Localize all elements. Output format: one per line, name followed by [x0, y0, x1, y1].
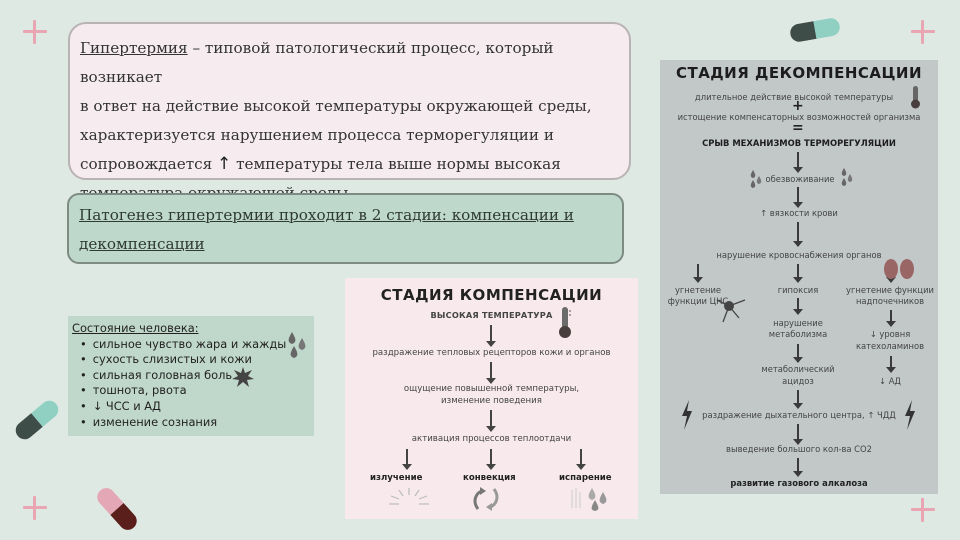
flow-arrow: [793, 390, 803, 409]
vapor-lines-icon: [571, 488, 581, 508]
flow-arrow: [793, 298, 803, 315]
list-item: сильное чувство жара и жажды: [80, 337, 310, 353]
decompensation-branch: нарушение: [773, 318, 823, 328]
radiation-icon: [389, 488, 429, 505]
decompensation-branch: угнетение функции: [846, 285, 934, 295]
thermometer-icon: [559, 307, 571, 338]
compensation-stage-panel: СТАДИЯ КОМПЕНСАЦИИ ВЫСОКАЯ ТЕМПЕРАТУРА р…: [345, 278, 638, 519]
flow-arrow: [486, 410, 496, 432]
compensation-step: изменение поведения: [441, 396, 542, 406]
decompensation-branch: катехоламинов: [855, 341, 925, 351]
flow-arrow: [693, 264, 703, 283]
pathogenesis-box: Патогенез гипертермии проходит в 2 стади…: [67, 193, 624, 264]
decompensation-step: выведение большого кол-ва СО2: [726, 444, 872, 454]
heat-transfer-mode: испарение: [559, 473, 612, 483]
flow-arrow: [886, 310, 896, 327]
decompensation-step: нарушение кровоснабжения органов: [716, 250, 882, 260]
flow-arrow: [486, 362, 496, 384]
pathogenesis-text: Патогенез гипертермии проходит в 2 стади…: [79, 206, 574, 224]
decompensation-branch: метаболический: [761, 364, 835, 374]
patient-state-list: сильное чувство жара и жажды сухость сли…: [72, 337, 310, 431]
pill-icon: [12, 397, 62, 443]
decompensation-final-step: развитие газового алкалоза: [730, 478, 868, 488]
flow-arrow: [402, 449, 412, 470]
flow-arrow: [576, 449, 586, 470]
definition-box: Гипертермия – типовой патологический про…: [68, 22, 631, 202]
headache-burst-icon: [232, 367, 254, 387]
definition-text: сопровождается: [80, 155, 213, 173]
flow-arrow: [793, 458, 803, 477]
definition-text: – типовой патологический процесс, которы…: [80, 39, 554, 86]
decompensation-key-step: СРЫВ МЕХАНИЗМОВ ТЕРМОРЕГУЛЯЦИИ: [702, 138, 896, 148]
definition-text: характеризуется нарушением процесса терм…: [80, 126, 554, 144]
water-drops-icon: [841, 168, 853, 186]
decompensation-step: ↑ вязкости крови: [760, 208, 838, 218]
equals-sign: =: [792, 120, 804, 136]
decompensation-stage-panel: СТАДИЯ ДЕКОМПЕНСАЦИИ длительное действие…: [660, 60, 938, 494]
flow-arrow: [486, 325, 496, 347]
convection-icon: [473, 487, 499, 511]
list-item: ↓ ЧСС и АД: [80, 399, 310, 415]
cross-decoration: [23, 20, 47, 44]
kidneys-icon: [884, 259, 914, 279]
up-arrow-icon: ↑: [217, 154, 232, 174]
plus-sign: +: [792, 98, 804, 114]
decompensation-branch: гипоксия: [777, 285, 819, 295]
flow-arrow: [793, 152, 803, 173]
list-item: сухость слизистых и кожи: [80, 352, 310, 368]
decompensation-branch: угнетение: [674, 285, 722, 295]
compensation-step: раздражение тепловых рецепторов кожи и о…: [372, 348, 611, 358]
flow-arrow: [793, 344, 803, 363]
decompensation-title: СТАДИЯ ДЕКОМПЕНСАЦИИ: [675, 64, 923, 82]
definition-text: в ответ на действие высокой температуры …: [80, 97, 592, 115]
patient-state-title: Состояние человека:: [72, 321, 199, 335]
list-item: сильная головная боль: [80, 368, 310, 384]
decompensation-step: раздражение дыхательного центра, ↑ ЧДД: [702, 410, 896, 420]
evaporation-icon: [588, 488, 607, 511]
compensation-step: активация процессов теплоотдачи: [411, 434, 572, 444]
pathogenesis-text: декомпенсации: [79, 235, 205, 253]
flow-arrow: [793, 187, 803, 208]
heat-transfer-mode: излучение: [370, 473, 423, 483]
decompensation-branch: надпочечников: [855, 296, 925, 306]
lightning-icon: [682, 400, 692, 430]
water-drops-icon: [288, 332, 306, 358]
decompensation-step: обезвоживание: [765, 174, 835, 184]
pill-icon: [788, 16, 842, 44]
compensation-title: СТАДИЯ КОМПЕНСАЦИИ: [380, 286, 603, 304]
cross-decoration: [911, 498, 935, 522]
decompensation-branch: метаболизма: [768, 329, 828, 339]
compensation-step: ВЫСОКАЯ ТЕМПЕРАТУРА: [430, 310, 553, 320]
decompensation-branch: ацидоз: [782, 376, 814, 386]
decompensation-step: истощение компенсаторных возможностей ор…: [677, 112, 921, 122]
thermometer-icon: [911, 86, 920, 109]
decompensation-branch: ↓ уровня: [869, 329, 911, 339]
decompensation-step: длительное действие высокой температуры: [694, 92, 894, 102]
lightning-icon: [905, 400, 915, 430]
flow-arrow: [886, 356, 896, 373]
list-item: изменение сознания: [80, 415, 310, 431]
patient-state-box: Состояние человека: сильное чувство жара…: [68, 316, 314, 436]
decompensation-branch: функции ЦНС: [667, 296, 729, 306]
flow-arrow: [793, 222, 803, 247]
neuron-icon: [716, 299, 746, 323]
cross-decoration: [911, 20, 935, 44]
heat-transfer-mode: конвекция: [463, 473, 516, 483]
list-item: тошнота, рвота: [80, 383, 310, 399]
definition-text: температуры тела выше нормы высокая: [231, 155, 561, 173]
definition-term: Гипертермия: [80, 39, 188, 57]
pill-icon: [93, 484, 141, 534]
flow-arrow: [793, 264, 803, 283]
compensation-step: ощущение повышенной температуры,: [403, 384, 580, 394]
water-drops-icon: [750, 170, 762, 188]
decompensation-branch: ↓ АД: [879, 376, 901, 386]
flow-arrow: [486, 449, 496, 470]
cross-decoration: [23, 496, 47, 520]
flow-arrow: [793, 424, 803, 445]
